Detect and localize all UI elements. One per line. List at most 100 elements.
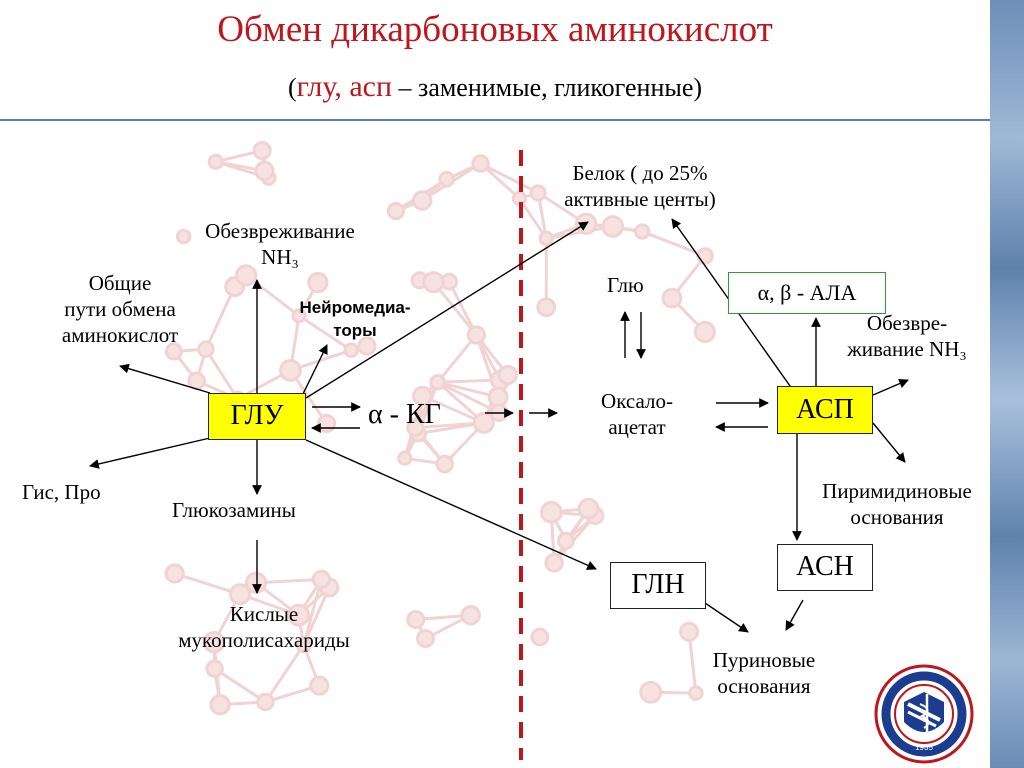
ala-box: α, β - АЛА — [728, 272, 886, 314]
slide-title: Обмен дикарбоновых аминокислот — [217, 9, 773, 50]
molecule-bond — [479, 162, 539, 195]
molecule-atom — [307, 271, 329, 294]
arrow-gln-to-purines — [704, 602, 749, 633]
molecule-atom — [438, 170, 455, 188]
molecule-atom — [661, 287, 683, 309]
arrow-glu-to-protein — [305, 221, 589, 399]
molecule-atom — [252, 140, 272, 161]
arrow-asp-to-pyrimidines — [872, 422, 906, 463]
molecule-atom — [411, 190, 433, 211]
molecule-atom — [295, 637, 312, 654]
molecule-atom — [175, 228, 192, 245]
akg-label: α - КГ — [368, 399, 441, 430]
molecule-atom — [529, 184, 547, 202]
asn-box: АСН — [777, 544, 873, 591]
molecule-atom — [544, 553, 564, 573]
arrow-asn-to-purines — [785, 599, 804, 631]
molecule-atom — [530, 627, 550, 647]
molecule-atom — [164, 563, 185, 584]
molecule-atom — [471, 154, 490, 173]
neurotransmitters-label: Нейромедиа-торы — [299, 298, 411, 340]
logo-year: 1935 — [915, 743, 933, 752]
molecule-atom — [311, 569, 332, 590]
molecule-atom — [207, 153, 224, 170]
gln-box: ГЛН — [610, 562, 706, 609]
molecule-atom — [343, 342, 360, 358]
molecule-atom — [197, 340, 215, 358]
molecule-bond — [302, 578, 323, 646]
protein-label: Белок ( до 25%активные центы) — [564, 161, 716, 211]
molecule-bond — [213, 667, 267, 704]
molecule-atom — [536, 297, 557, 318]
molecule-atom — [422, 271, 445, 294]
molecule-atom — [287, 603, 311, 627]
molecule-atom — [472, 411, 495, 434]
molecule-bond — [437, 380, 500, 415]
molecule-atom — [406, 418, 425, 437]
university-seal-logo: 1935 — [874, 664, 974, 764]
molecule-bond — [302, 586, 331, 646]
molecule-atom — [164, 342, 183, 361]
glucosamines-label: Глюкозамины — [172, 498, 296, 522]
molecule-bond — [437, 378, 501, 384]
slide-subtitle: (глу, асп – заменимые, гликогенные) — [287, 70, 703, 103]
molecule-bond — [204, 348, 239, 400]
decorative-side-strip — [990, 0, 1024, 768]
molecule-atom — [639, 680, 663, 704]
arrow-glu-to-neuro — [301, 344, 328, 397]
molecule-atom — [539, 500, 563, 524]
molecule-atom — [412, 385, 433, 407]
molecule-bond — [687, 631, 698, 694]
molecule-atom — [256, 692, 275, 712]
molecule-bond — [436, 334, 478, 384]
molecule-atom — [460, 605, 481, 626]
molecule-atom — [577, 497, 600, 520]
molecule-bond — [204, 286, 237, 350]
molecule-atom — [497, 364, 518, 386]
glu-box: ГЛУ — [208, 393, 306, 440]
molecule-atom — [601, 215, 625, 238]
title-rule — [0, 119, 990, 121]
molecule-atom — [406, 610, 426, 630]
molecule-atom — [634, 223, 651, 240]
his-pro-label: Гис, Про — [22, 480, 101, 504]
molecule-atom — [254, 160, 275, 182]
molecule-atom — [205, 659, 224, 678]
molecule-bond — [518, 197, 548, 240]
molecule-atom — [202, 630, 226, 654]
molecule-atom — [209, 694, 231, 716]
molecule-atom — [357, 336, 377, 356]
molecule-atom — [466, 325, 487, 345]
molecule-atom — [678, 621, 700, 642]
molecule-atom — [386, 202, 405, 221]
molecule-atom — [279, 359, 302, 382]
molecule-atom — [291, 308, 307, 324]
molecule-atom — [229, 583, 252, 606]
molecule-bond — [264, 644, 305, 703]
molecule-atom — [688, 685, 704, 701]
molecule-atom — [415, 628, 436, 649]
molecule-atom — [235, 264, 258, 287]
molecule-atom — [429, 373, 446, 391]
molecule-bond — [447, 280, 478, 336]
arrow-glu-to-gln — [305, 439, 597, 570]
oxaloacetate-label: Оксало-ацетат — [601, 389, 673, 439]
molecule-bond — [415, 421, 484, 430]
molecule-bond — [174, 572, 241, 596]
subtitle-highlight: глу, асп — [296, 70, 393, 103]
molecule-atom — [309, 675, 330, 696]
arrow-glu-to-his-pro — [89, 437, 211, 469]
molecule-atom — [556, 531, 575, 550]
molecule-atom — [693, 320, 716, 344]
glu-small-label: Глю — [607, 273, 644, 297]
molecule-bond — [432, 281, 478, 336]
molecule-atom — [397, 450, 413, 466]
molecule-bond — [421, 394, 485, 425]
